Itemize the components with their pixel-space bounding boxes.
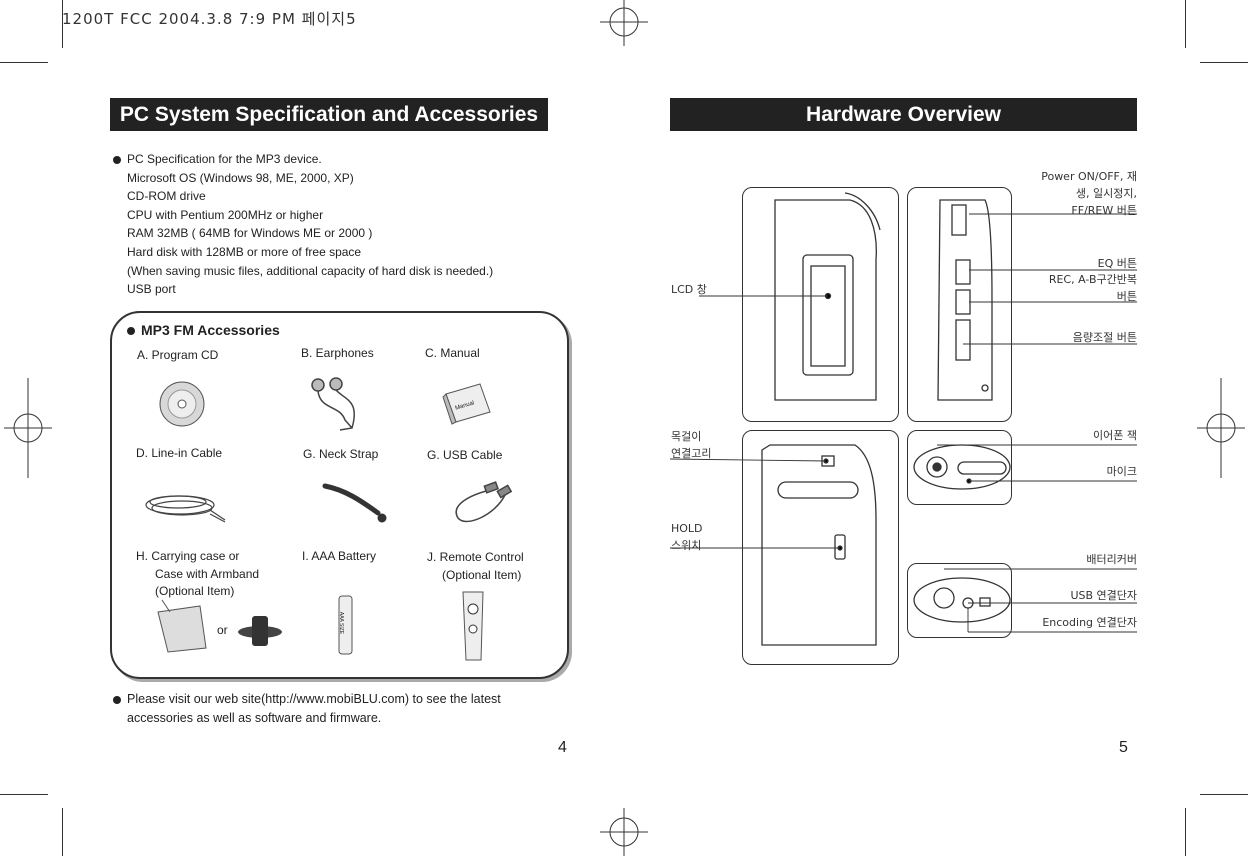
device-top-view [907, 430, 1012, 505]
accessories-heading: MP3 FM Accessories [127, 322, 280, 338]
or-text: or [217, 623, 228, 637]
right-page-number: 5 [1119, 739, 1128, 756]
acc-carrying-case-label: H. Carrying case or Case with Armband (O… [136, 549, 260, 598]
label-eq-button: EQ 버튼 [1097, 257, 1137, 270]
acc-line-in-label: D. Line-in Cable [136, 446, 223, 460]
acc-usb-cable-label: G. USB Cable [427, 448, 503, 462]
label-lcd: LCD 창 [671, 283, 707, 296]
print-header: 1200T FCC 2004.3.8 7:9 PM 페이지5 [62, 10, 357, 28]
label-battery-cover: 배터리커버 [1086, 553, 1137, 566]
bullet-icon [113, 155, 121, 164]
bullet-icon [113, 695, 121, 704]
label-usb-port: USB 연결단자 [1070, 589, 1137, 602]
label-volume-button: 음량조절 버튼 [1072, 331, 1137, 344]
acc-battery-label: I. AAA Battery [302, 549, 377, 563]
acc-neck-strap-label: G. Neck Strap [303, 447, 379, 461]
bullet-icon [127, 327, 135, 336]
label-power-button: Power ON/OFF, 재 생, 일시정지, FF/REW 버튼 [1041, 170, 1137, 217]
left-page-number: 4 [558, 739, 567, 756]
label-earphone-jack: 이어폰 잭 [1093, 429, 1137, 442]
spec-hdd: Hard disk with 128MB or more of free spa… [127, 244, 362, 259]
label-rec-button: REC, A-B구간반복 버튼 [1048, 273, 1137, 303]
spec-hdd-note: (When saving music files, additional cap… [127, 263, 494, 278]
pc-spec-list: PC Specification for the MP3 device. Mic… [113, 150, 493, 299]
label-encoding-port: Encoding 연결단자 [1042, 616, 1137, 629]
battery-size-text: AAA SIZE [338, 611, 345, 635]
device-side-view [907, 187, 1012, 422]
spec-os: Microsoft OS (Windows 98, ME, 2000, XP) [127, 170, 354, 185]
label-hold-switch: HOLD 스위치 [671, 522, 703, 552]
spec-cpu: CPU with Pentium 200MHz or higher [127, 207, 324, 222]
acc-remote-label: J. Remote Control (Optional Item) [427, 550, 524, 582]
spec-ram: RAM 32MB ( 64MB for Windows ME or 2000 ) [127, 226, 373, 241]
right-page-title: Hardware Overview [670, 98, 1137, 131]
spec-heading: PC Specification for the MP3 device. [113, 150, 493, 169]
website-note: Please visit our web site(http://www.mob… [113, 690, 501, 728]
label-microphone: 마이크 [1106, 465, 1137, 478]
acc-program-cd-label: A. Program CD [137, 348, 219, 362]
acc-earphones-label: B. Earphones [301, 346, 374, 360]
left-page-title: PC System Specification and Accessories [110, 98, 548, 131]
device-bottom-view [907, 563, 1012, 638]
spec-usb: USB port [127, 282, 176, 297]
acc-manual-label: C. Manual [425, 346, 480, 360]
spec-cdrom: CD-ROM drive [127, 189, 206, 204]
label-neck-strap-hook: 목걸이 연결고리 [671, 430, 712, 460]
device-back-view [742, 430, 899, 665]
device-front-view [742, 187, 899, 422]
